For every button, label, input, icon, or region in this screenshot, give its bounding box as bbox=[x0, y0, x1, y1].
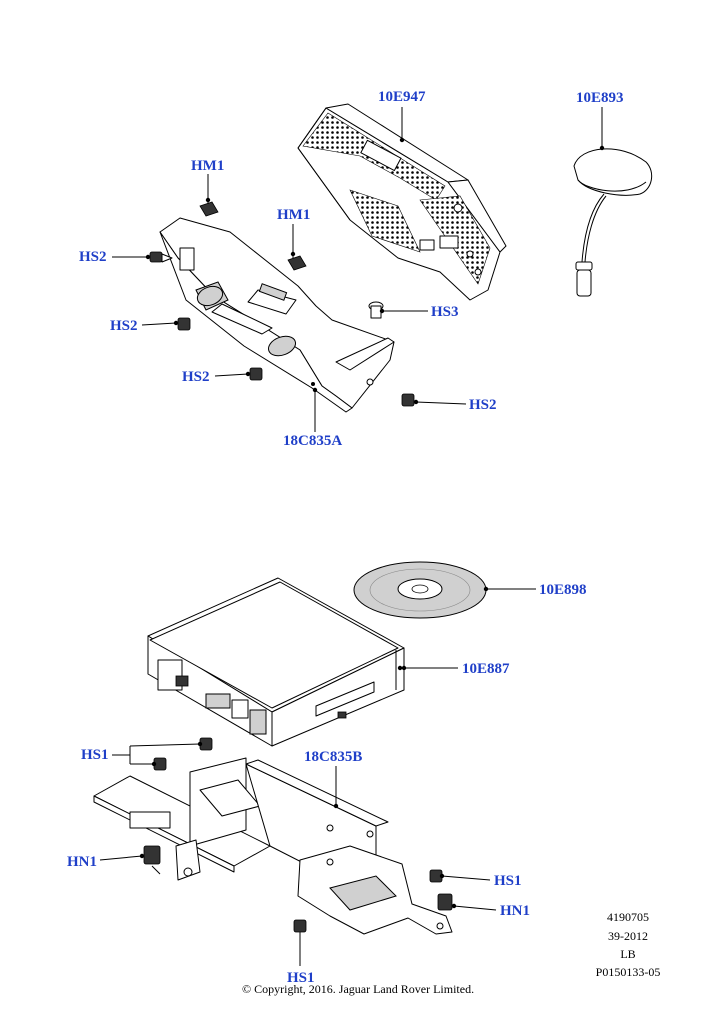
fastener-hs2-a bbox=[149, 251, 173, 263]
leader-lines-lower bbox=[99, 586, 536, 966]
fastener-hs2-c bbox=[249, 367, 263, 381]
callout-10E898: 10E898 bbox=[539, 582, 587, 598]
callout-hn1-a: HN1 bbox=[67, 854, 97, 870]
bracket-18C835A-drawing bbox=[159, 217, 395, 413]
fastener-hs2-b bbox=[177, 317, 191, 331]
module-10E947-drawing bbox=[297, 103, 507, 301]
fastener-hm1-a bbox=[199, 180, 219, 217]
antenna-10E893-drawing bbox=[573, 148, 653, 297]
callout-hm1-a: HM1 bbox=[191, 158, 225, 174]
callout-hs2-c: HS2 bbox=[182, 369, 210, 385]
fastener-hn1-right bbox=[437, 893, 453, 911]
callout-18C835A: 18C835A bbox=[283, 433, 343, 449]
unit-10E887-drawing bbox=[147, 577, 405, 747]
callout-hs2-b: HS2 bbox=[110, 318, 138, 334]
callout-hm1-b: HM1 bbox=[277, 207, 311, 223]
callout-hs1-a: HS1 bbox=[81, 747, 109, 763]
side-code: LB bbox=[620, 947, 636, 961]
callout-hs1-c: HS1 bbox=[287, 970, 315, 986]
bracket-18C835B-drawing bbox=[93, 757, 453, 935]
fastener-hm1-b bbox=[287, 230, 307, 271]
date-code: 39-2012 bbox=[608, 929, 648, 943]
callout-10E947: 10E947 bbox=[378, 89, 426, 105]
fastener-hs2-d bbox=[401, 393, 415, 407]
callout-hs1-b: HS1 bbox=[494, 873, 522, 889]
disc-10E898-drawing bbox=[353, 561, 487, 619]
illustration-id: P0150133-05 bbox=[595, 965, 661, 979]
callout-hs3: HS3 bbox=[431, 304, 459, 320]
callout-18C835B: 18C835B bbox=[304, 749, 363, 765]
leader-lines-upper bbox=[112, 107, 605, 432]
ref-number: 4190705 bbox=[607, 910, 649, 924]
copyright-notice: © Copyright, 2016. Jaguar Land Rover Lim… bbox=[242, 982, 475, 996]
callout-10E887: 10E887 bbox=[462, 661, 510, 677]
fastener-hn1-left bbox=[143, 845, 161, 865]
callout-hn1-b: HN1 bbox=[500, 903, 530, 919]
callout-hs2-a: HS2 bbox=[79, 249, 107, 265]
callout-hs2-d: HS2 bbox=[469, 397, 497, 413]
callout-10E893: 10E893 bbox=[576, 90, 624, 106]
